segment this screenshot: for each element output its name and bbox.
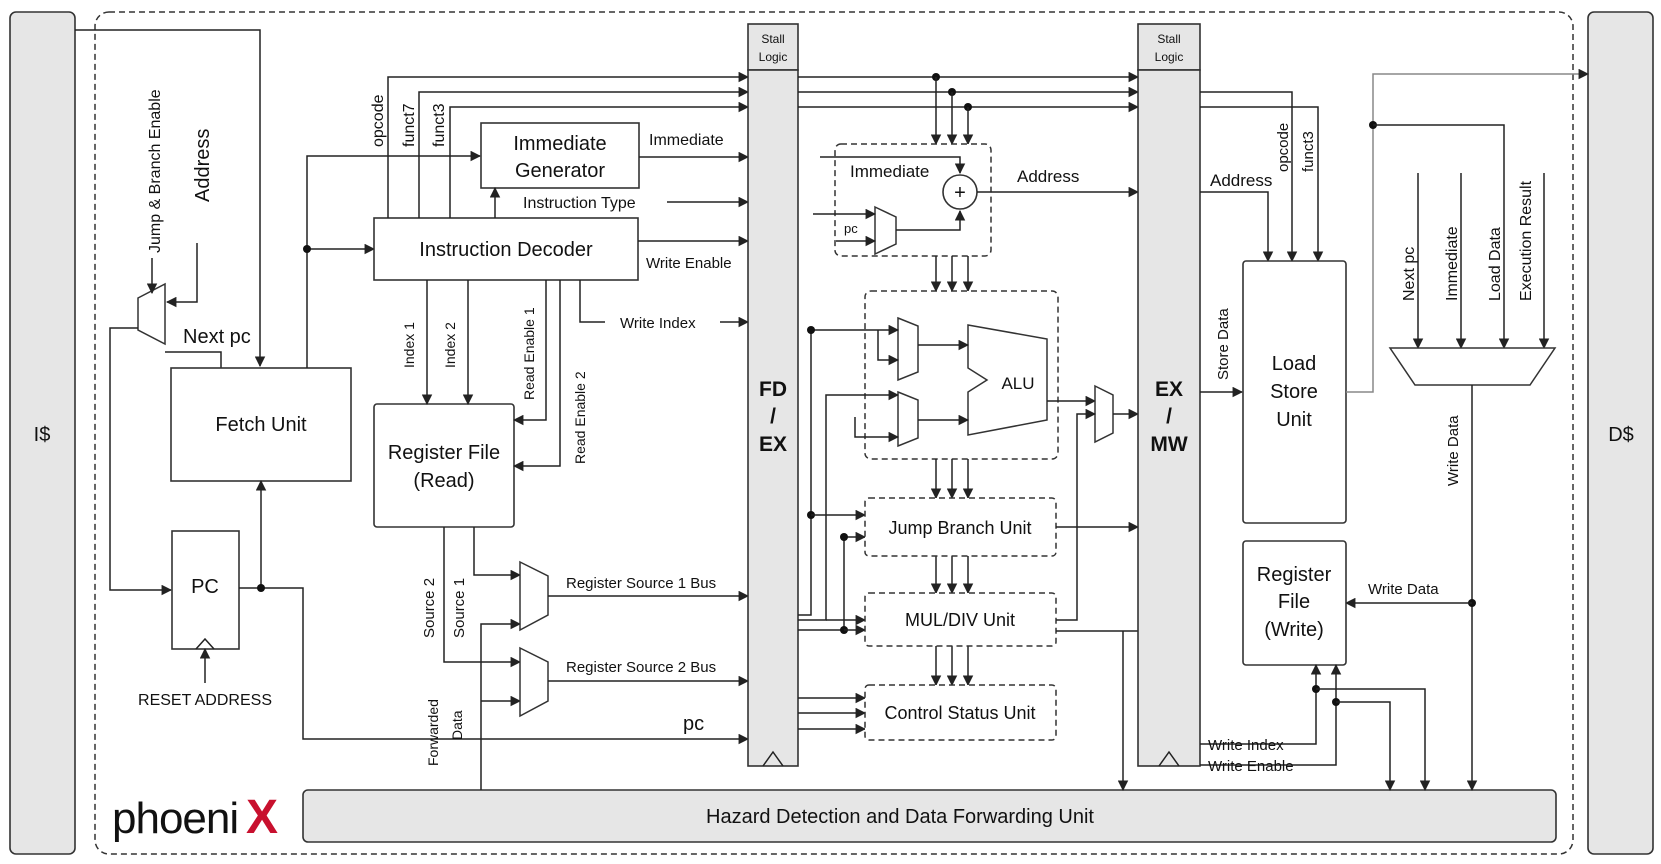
funct3-label: funct3 [431,103,448,147]
rs2-forward-mux [519,646,549,718]
alu-shape [967,324,1048,436]
register-file-read-label-2: (Read) [413,470,474,492]
write-index-label: Write Index [620,315,696,332]
mul-div-unit-label: MUL/DIV Unit [905,610,1015,630]
jump-branch-enable-label: Jump & Branch Enable [147,89,164,253]
alu-mux-a [897,316,919,382]
ex-mw-stall-label-1: Stall [1157,32,1180,46]
write-enable-label: Write Enable [646,255,732,272]
mw-address-label: Address [1210,171,1272,190]
control-status-unit-label: Control Status Unit [884,703,1035,723]
wb-next-pc-label: Next pc [1401,247,1418,301]
wb-load-data-label: Load Data [1487,227,1504,301]
fetch-unit-label: Fetch Unit [215,414,307,436]
source-2-label: Source 2 [421,578,438,638]
register-file-read-label-1: Register File [388,442,500,464]
next-pc-label: Next pc [183,326,251,348]
icache-block [9,11,76,855]
pc-signal-label: pc [683,713,704,735]
register-file-write-label-2: File [1278,591,1310,613]
data-label: Data [449,710,465,740]
fd-ex-stall-logic [747,23,799,71]
opcode-label: opcode [370,94,387,147]
wb-write-enable-label: Write Enable [1208,758,1294,775]
forwarded-label: Forwarded [425,699,441,766]
wb-immediate-label: Immediate [1444,226,1461,301]
instruction-decoder-block [373,217,639,281]
source-1-label: Source 1 [451,578,468,638]
logo-mark: X [246,791,278,844]
fetch-unit-block [170,367,352,482]
register-file-write-label-1: Register [1257,564,1332,586]
register-file-write-label-3: (Write) [1264,619,1324,641]
address-unit-group [834,143,992,257]
jump-branch-unit-label: Jump Branch Unit [888,518,1031,538]
fd-ex-stall-label-1: Stall [761,32,784,46]
instruction-type-label: Instruction Type [523,195,636,212]
pc-label: PC [191,576,219,598]
writeback-mux [1388,347,1557,386]
wb-execution-result-label: Execution Result [1518,180,1535,301]
logo-text: phoeni [112,794,238,843]
load-store-label-2: Store [1270,381,1318,403]
control-status-unit-block [864,684,1057,741]
address-in-label: Address [192,129,214,202]
reset-address-label: RESET ADDRESS [138,692,272,709]
dcache-block [1587,11,1654,855]
immediate-generator-label-2: Generator [515,160,605,182]
index-1-label: Index 1 [401,322,417,368]
funct7-label: funct7 [401,103,418,147]
alu-label: ALU [1001,374,1034,393]
fd-ex-label-2: / [770,405,776,428]
icache-label: I$ [34,424,51,446]
adder-plus-label: + [954,182,966,204]
hazard-unit-label: Hazard Detection and Data Forwarding Uni… [706,806,1094,828]
wb-write-index-label: Write Index [1208,737,1284,754]
immediate-signal-label: Immediate [649,132,724,149]
pc-block [171,530,240,650]
mw-opcode-label: opcode [1275,123,1292,172]
alu-mux-b [897,390,919,448]
address-signal-label: Address [1017,167,1079,186]
immediate-generator-block [480,122,640,189]
load-store-label-3: Unit [1276,409,1312,431]
wb-write-data-vertical-label: Write Data [1445,415,1462,486]
rs2-bus-label: Register Source 2 Bus [566,659,716,676]
ex-mw-label-1: EX [1155,378,1183,401]
register-file-read-block [373,403,515,528]
ex-pc-label: pc [844,221,858,236]
fd-ex-label-3: EX [759,433,787,456]
index-2-label: Index 2 [442,322,458,368]
store-data-label: Store Data [1215,308,1232,380]
ex-immediate-label: Immediate [850,162,929,181]
read-enable-2-label: Read Enable 2 [572,371,588,464]
ex-mw-label-2: / [1166,405,1172,428]
ex-mw-stall-logic [1137,23,1201,71]
ex-mw-stall-label-2: Logic [1155,50,1184,64]
dcache-label: D$ [1608,424,1634,446]
fd-ex-stall-label-2: Logic [759,50,788,64]
mw-funct3-label: funct3 [1300,131,1317,172]
read-enable-1-label: Read Enable 1 [521,307,537,400]
fd-ex-register [747,69,799,767]
ex-mw-register [1137,69,1201,767]
ex-mw-label-3: MW [1150,433,1187,456]
register-file-write-block [1242,540,1347,666]
wb-write-data-horizontal-label: Write Data [1368,581,1439,598]
rs1-bus-label: Register Source 1 Bus [566,575,716,592]
load-store-label-1: Load [1272,353,1317,375]
fd-ex-label-1: FD [759,378,787,401]
rs1-forward-mux [519,560,549,632]
immediate-generator-label-1: Immediate [513,133,606,155]
hazard-unit-block [302,789,1557,843]
instruction-decoder-label: Instruction Decoder [419,239,593,261]
core-boundary [94,11,1574,855]
result-mux [1094,384,1114,444]
